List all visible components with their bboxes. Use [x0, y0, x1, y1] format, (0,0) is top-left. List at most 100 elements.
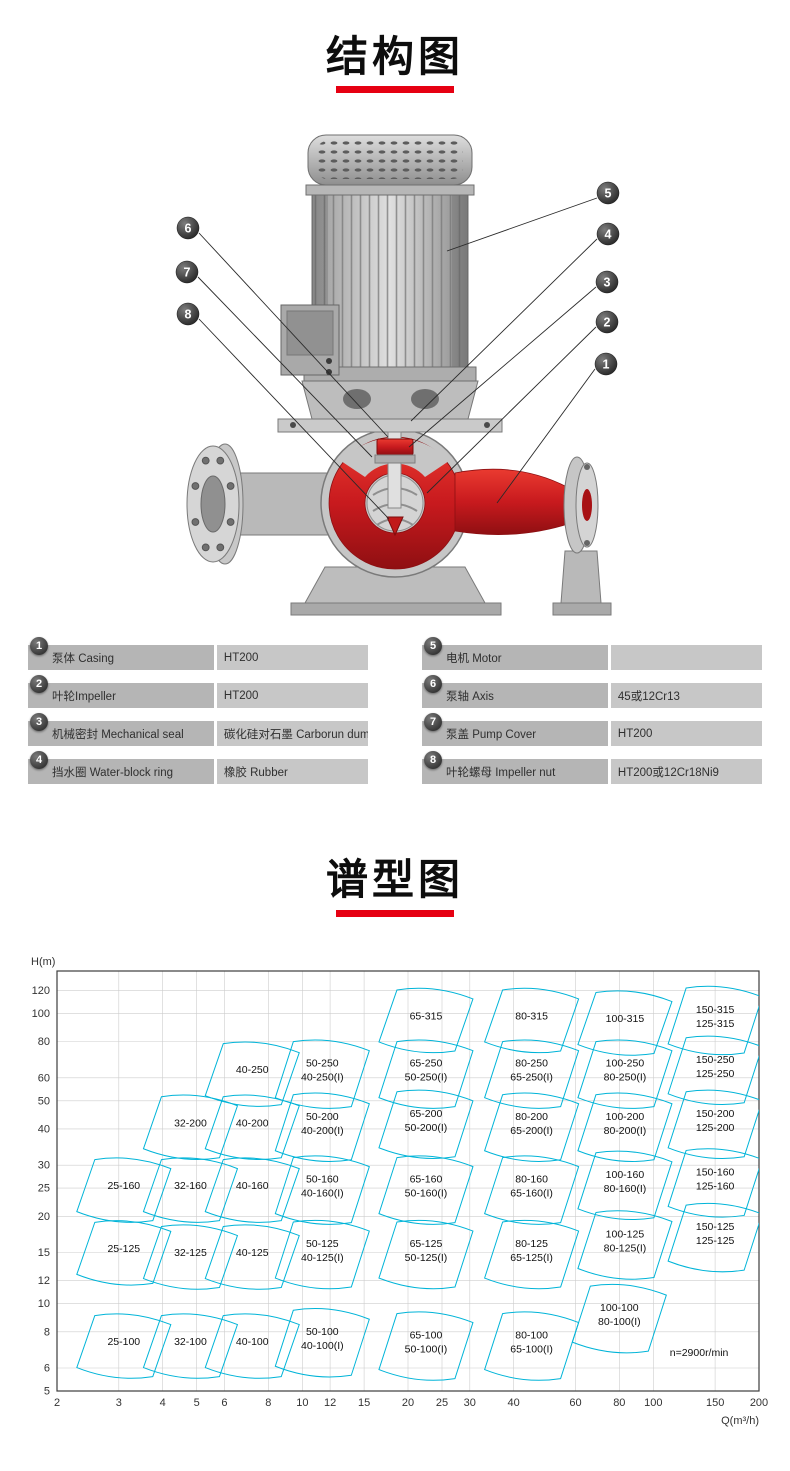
pump-model-label: 125-200: [696, 1122, 735, 1134]
x-tick-label: 10: [296, 1397, 308, 1409]
x-tick-label: 2: [54, 1397, 60, 1409]
pump-model-label: 32-100: [174, 1336, 207, 1348]
discharge-flange: [563, 456, 599, 554]
pump-model-label: 40-125(I): [301, 1252, 344, 1264]
pump-model-label: 32-200: [174, 1117, 207, 1129]
y-tick-label: 15: [38, 1247, 50, 1259]
callout-lines: [197, 197, 598, 520]
callout-badge: 6: [176, 217, 200, 240]
pump-model-label: 100-250: [606, 1057, 645, 1069]
part-number-badge: 3: [30, 713, 48, 732]
x-axis-label: Q(m³/h): [721, 1415, 759, 1427]
y-tick-label: 50: [38, 1095, 50, 1107]
pump-model-label: 80-125(I): [604, 1242, 647, 1254]
pump-base: [290, 550, 612, 616]
pump-model-label: 80-100: [515, 1329, 548, 1341]
callout-badge: 7: [175, 261, 199, 284]
pump-model-label: 65-315: [410, 1010, 443, 1022]
pump-model-label: 50-200: [306, 1111, 339, 1123]
pump-model-label: 80-100(I): [598, 1316, 641, 1328]
pump-model-label: 80-200: [515, 1111, 548, 1123]
pump-model-label: 50-125: [306, 1238, 339, 1250]
part-name: 电机 Motor: [422, 645, 608, 671]
part-number-badge: 1: [30, 637, 48, 656]
y-tick-label: 60: [38, 1072, 50, 1084]
pump-model-label: 150-315: [696, 1004, 735, 1016]
y-tick-label: 40: [38, 1123, 50, 1135]
x-tick-label: 25: [436, 1397, 448, 1409]
pump-model-label: 125-125: [696, 1235, 735, 1247]
x-tick-label: 4: [160, 1397, 166, 1409]
pump-model-label: 80-250(I): [604, 1071, 647, 1083]
x-tick-label: 80: [613, 1397, 625, 1409]
part-name: 泵轴 Axis: [422, 683, 608, 709]
callout-number: 5: [605, 187, 612, 201]
y-tick-label: 8: [44, 1326, 50, 1338]
pump-model-label: 150-200: [696, 1108, 735, 1120]
pump-model-label: 65-125(I): [510, 1252, 553, 1264]
pump-model-label: 80-160: [515, 1173, 548, 1185]
pump-model-label: 50-160(I): [405, 1187, 448, 1199]
callout-number: 7: [184, 266, 191, 280]
pump-model-label: 65-160(I): [510, 1187, 553, 1199]
callout-number: 1: [603, 358, 610, 372]
y-tick-label: 5: [44, 1385, 50, 1397]
pump-model-label: 40-250: [236, 1064, 269, 1076]
x-tick-label: 8: [265, 1397, 271, 1409]
pump-structure-diagram: 5 4 3 2 1 6 7: [175, 134, 620, 616]
pump-model-label: 80-200(I): [604, 1125, 647, 1137]
x-tick-label: 200: [750, 1397, 768, 1409]
x-tick-label: 5: [194, 1397, 200, 1409]
callout-badge: 3: [595, 271, 619, 294]
pump-model-label: 150-160: [696, 1166, 735, 1178]
chart-border: [56, 970, 760, 1392]
mechanical-seal: [374, 438, 416, 464]
motor: [280, 134, 477, 382]
structure-section-title: 结构图: [325, 33, 464, 80]
title-underline: [336, 909, 454, 917]
region-labels: 65-315 80-315 100-315 150-315 125-315 40-250 5…: [107, 1004, 734, 1356]
chart-grid: [56, 970, 760, 1392]
pump-model-label: 80-250: [515, 1057, 548, 1069]
terminal-box: [280, 304, 340, 376]
pump-model-label: 50-250(I): [405, 1071, 448, 1083]
callout-badge: 8: [176, 303, 200, 326]
pump-model-label: 65-100(I): [510, 1343, 553, 1355]
discharge-channel-red: [454, 469, 572, 536]
pump-model-label: 125-315: [696, 1018, 735, 1030]
part-name: 叶轮Impeller: [28, 683, 214, 709]
pump-model-label: 40-200(I): [301, 1125, 344, 1137]
pump-model-label: 150-250: [696, 1054, 735, 1066]
part-number-badge: 7: [424, 713, 442, 732]
callout-badge: 5: [596, 182, 620, 205]
y-tick-label: 120: [32, 985, 50, 997]
pump-model-label: 50-250: [306, 1057, 339, 1069]
pump-model-label: 100-315: [606, 1013, 645, 1025]
region-boundaries: [76, 985, 759, 1381]
x-tick-label: 15: [358, 1397, 370, 1409]
part-material: [610, 645, 762, 671]
part-material: 橡胶 Rubber: [216, 759, 368, 785]
pump-model-label: 65-200(I): [510, 1125, 553, 1137]
motor-bracket: [301, 380, 479, 420]
part-name: 机械密封 Mechanical seal: [28, 721, 214, 747]
part-material: HT200: [216, 645, 368, 671]
pump-model-label: 65-160: [410, 1173, 443, 1185]
pump-model-label: 50-100(I): [405, 1343, 448, 1355]
pump-model-label: 80-315: [515, 1010, 548, 1022]
pump-model-label: 50-125(I): [405, 1252, 448, 1264]
pump-model-label: 80-160(I): [604, 1183, 647, 1195]
pump-model-label: 65-250: [410, 1057, 443, 1069]
y-tick-label: 100: [32, 1008, 50, 1020]
pump-model-label: 32-125: [174, 1247, 207, 1259]
part-name: 泵盖 Pump Cover: [422, 721, 608, 747]
pump-model-label: 50-200(I): [405, 1122, 448, 1134]
pump-model-label: 150-125: [696, 1221, 735, 1233]
